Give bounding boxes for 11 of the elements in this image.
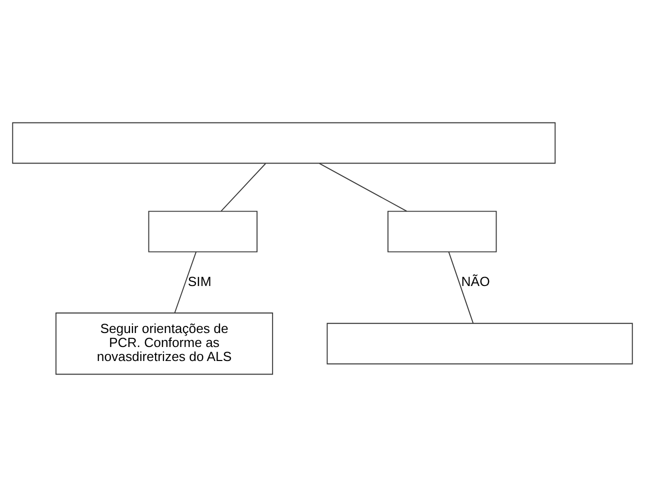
connector [220,163,266,212]
connector [318,162,408,212]
node-box [387,210,497,252]
node-box [326,322,633,364]
connector [174,251,197,314]
node-box [148,210,258,252]
edge-label: SIM [188,274,212,289]
edge-label: NÃO [461,274,490,289]
node-box: Seguir orientações de PCR. Conforme as novasdiretrizes do ALS [56,312,274,375]
node-box [12,122,556,164]
connector [448,251,474,324]
